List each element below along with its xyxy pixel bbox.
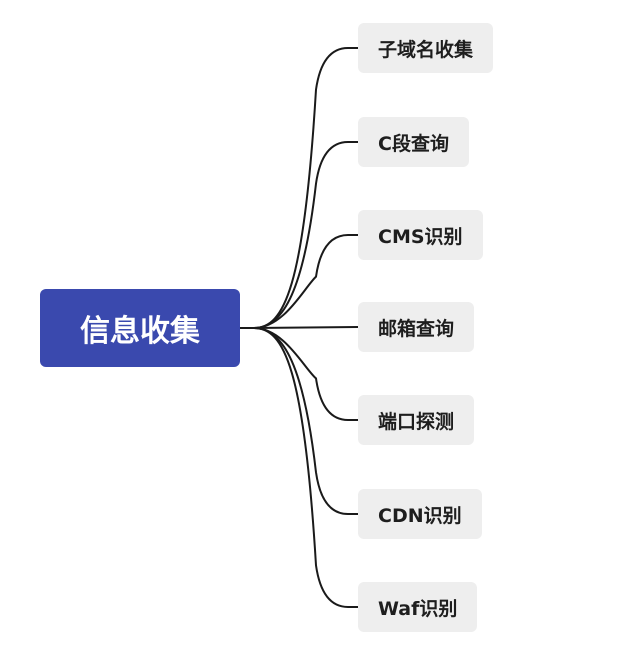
child-node-cms[interactable]: CMS识别	[358, 210, 483, 260]
child-node-subdomain[interactable]: 子域名收集	[358, 23, 494, 73]
root-topic-label: 信息收集	[80, 314, 200, 349]
connector-line-2	[253, 234, 358, 329]
child-node-label: 邮箱查询	[378, 317, 455, 340]
child-node-label: 端口探测	[378, 410, 455, 433]
child-node-label: CMS识别	[378, 225, 463, 248]
connector-line-3	[253, 326, 359, 329]
connector-line-0	[253, 47, 358, 329]
child-node-c-segment[interactable]: C段查询	[358, 117, 469, 167]
child-node-email[interactable]: 邮箱查询	[358, 302, 475, 352]
connector-line-4	[253, 327, 358, 421]
child-node-waf[interactable]: Waf识别	[358, 582, 478, 632]
connector-line-1	[253, 141, 358, 329]
child-node-label: C段查询	[378, 132, 449, 155]
root-topic-node[interactable]: 信息收集	[40, 289, 240, 367]
child-node-label: Waf识别	[378, 597, 458, 620]
connector-line-5	[253, 327, 358, 515]
connector-line-6	[253, 327, 358, 608]
child-node-label: 子域名收集	[378, 38, 474, 61]
child-node-label: CDN识别	[378, 504, 462, 527]
child-node-cdn[interactable]: CDN识别	[358, 489, 482, 539]
child-node-port-scan[interactable]: 端口探测	[358, 395, 475, 445]
